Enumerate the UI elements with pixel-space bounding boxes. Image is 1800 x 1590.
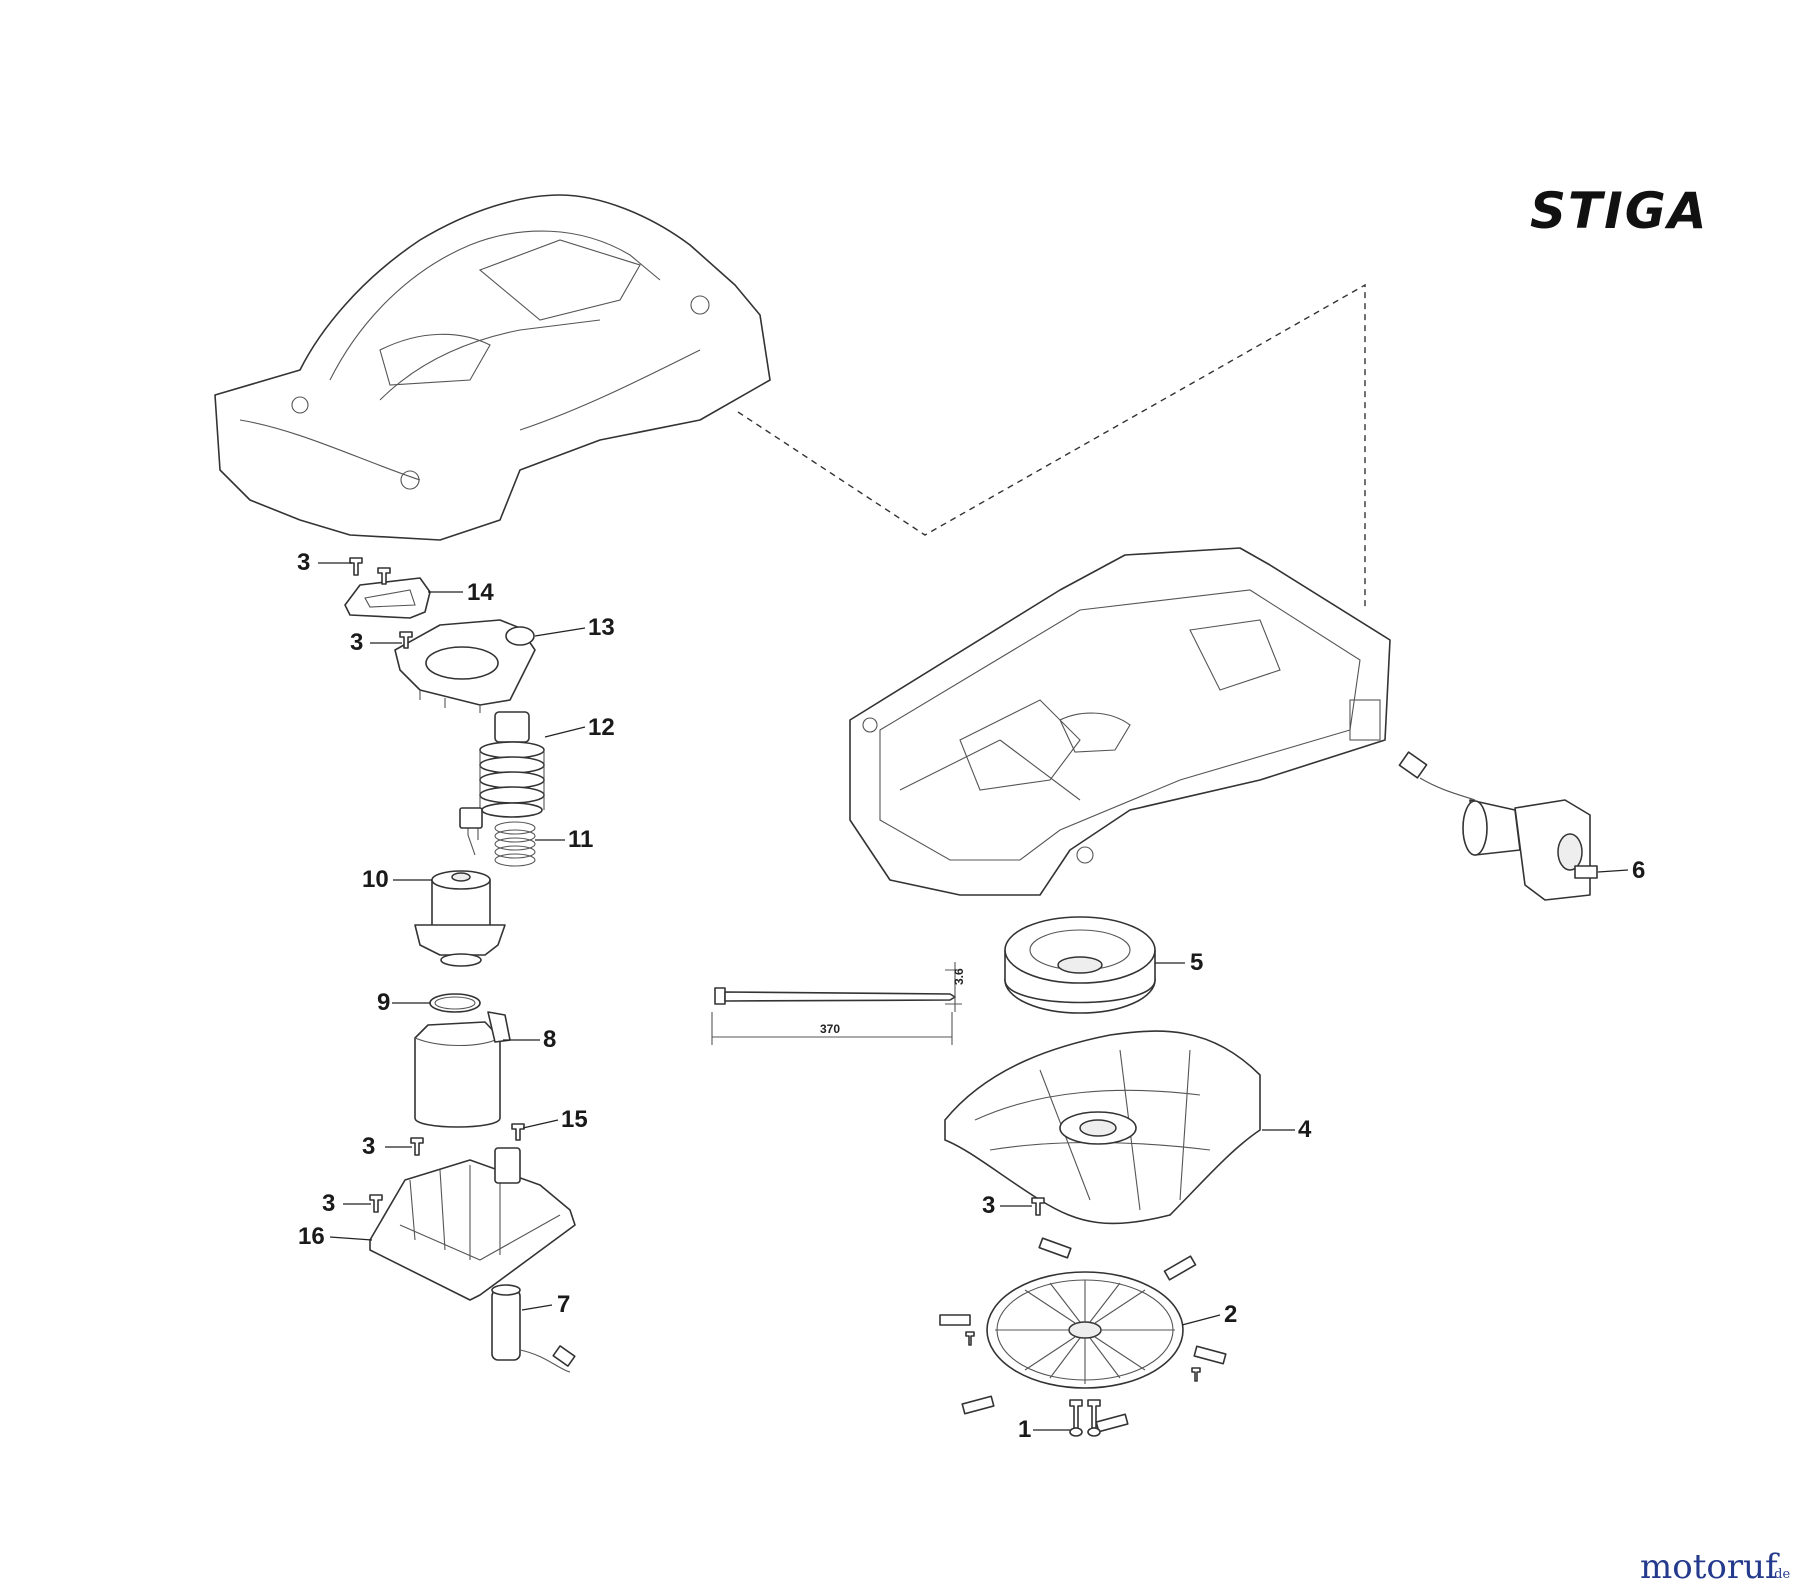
callout-2: 2 xyxy=(1224,1301,1237,1328)
callout-6: 6 xyxy=(1632,857,1645,884)
part-12-height-adjuster xyxy=(479,711,545,818)
part-11-spring xyxy=(494,821,536,867)
callout-14: 14 xyxy=(467,579,494,606)
part-5-disk xyxy=(1004,916,1156,1014)
callout-4: 4 xyxy=(1298,1116,1312,1143)
callout-labels: 3 14 3 13 12 11 10 9 8 3 15 3 16 7 6 5 4… xyxy=(297,549,1645,1443)
top-cover xyxy=(214,194,771,541)
callout-16: 16 xyxy=(298,1223,325,1250)
callout-8: 8 xyxy=(543,1026,556,1053)
callout-3-top: 3 xyxy=(297,549,310,576)
callout-1: 1 xyxy=(1018,1416,1031,1443)
part-8-motor-cover xyxy=(414,1011,511,1128)
part-14-bracket xyxy=(344,577,431,619)
callout-9: 9 xyxy=(377,989,390,1016)
cable-tie-length-dim: 370 xyxy=(820,1022,840,1036)
cable-tie-width-dim: 3.6 xyxy=(952,968,966,985)
stiga-logo: STIGA xyxy=(1530,182,1708,240)
callout-15: 15 xyxy=(561,1106,588,1133)
part-2-blade-disc xyxy=(986,1271,1184,1389)
callout-11: 11 xyxy=(568,826,593,853)
part-16-motor-base xyxy=(369,1147,576,1301)
assembly-dashed-line xyxy=(737,283,1366,610)
callout-13: 13 xyxy=(588,614,615,641)
part-9-o-ring xyxy=(429,993,481,1013)
cable-tie: 3.6 370 xyxy=(711,962,966,1045)
part-6-wheel-motor xyxy=(1398,751,1598,901)
part-1-blade-screws xyxy=(1069,1399,1101,1437)
callout-10: 10 xyxy=(362,866,389,893)
screw-3-guard xyxy=(1031,1197,1045,1216)
watermark-site: motoruf xyxy=(1640,1547,1780,1587)
callout-12: 12 xyxy=(588,714,615,741)
callout-3-base: 3 xyxy=(362,1133,375,1160)
chassis xyxy=(849,547,1391,896)
watermark-tld: .de xyxy=(1770,1567,1790,1582)
callout-3-base-left: 3 xyxy=(322,1190,335,1217)
screw-3-base-left xyxy=(410,1137,424,1156)
screw-3-top xyxy=(349,557,391,585)
leader-lines xyxy=(318,562,1629,1431)
blades xyxy=(939,1237,1227,1433)
watermark: motoruf .de xyxy=(1640,1547,1790,1587)
screw-15 xyxy=(511,1123,525,1141)
part-10-motor xyxy=(414,807,506,967)
screw-3-mid xyxy=(399,631,413,649)
part-7-sensor xyxy=(491,1284,576,1373)
screw-3-base-far-left xyxy=(369,1194,383,1213)
callout-3-mid: 3 xyxy=(350,629,363,656)
callout-3-guard: 3 xyxy=(982,1192,995,1219)
part-13-housing xyxy=(394,619,536,713)
part-4-guard xyxy=(944,1030,1261,1225)
callout-5: 5 xyxy=(1190,949,1203,976)
callout-7: 7 xyxy=(557,1291,570,1318)
